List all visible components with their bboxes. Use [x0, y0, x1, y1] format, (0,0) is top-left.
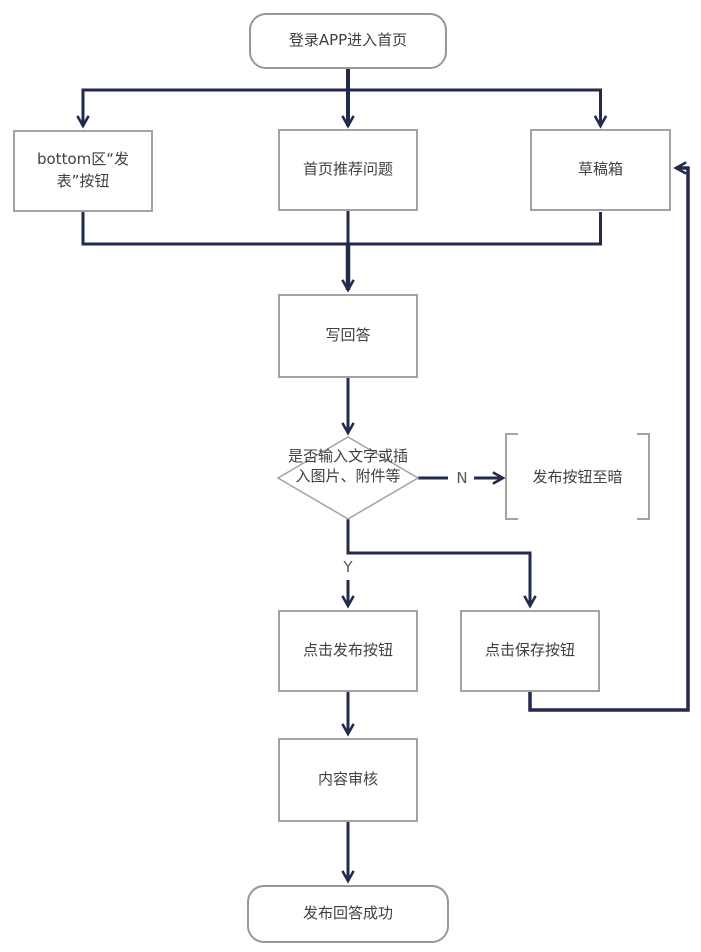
- node-bottom-publish-button-label: bottom区“发表”按钮: [36, 150, 130, 190]
- right-bracket-icon: [637, 433, 650, 520]
- node-write-answer-label: 写回答: [325, 326, 371, 345]
- edge-start-branch: [76, 69, 608, 129]
- node-input-check: 是否输入文字或插入图片、附件等: [288, 446, 408, 486]
- node-draft-box: 草稿箱: [530, 129, 671, 211]
- node-content-review-label: 内容审核: [317, 770, 378, 789]
- node-click-publish: 点击发布按钮: [278, 610, 418, 692]
- node-start-label: 登录APP进入首页: [288, 31, 408, 50]
- node-publish-button-dimmed: 发布按钮至暗: [505, 433, 650, 520]
- label-no: N: [450, 468, 474, 488]
- node-publish-success-label: 发布回答成功: [302, 904, 393, 923]
- node-draft-box-label: 草稿箱: [577, 160, 623, 179]
- node-bottom-publish-button: bottom区“发表”按钮: [13, 130, 153, 212]
- node-input-check-label: 是否输入文字或插入图片、附件等: [288, 447, 409, 485]
- node-write-answer: 写回答: [278, 294, 418, 378]
- node-publish-button-dimmed-label: 发布按钮至暗: [532, 468, 623, 486]
- node-click-save: 点击保存按钮: [460, 610, 600, 692]
- edge-merge-to-write-answer: [81, 211, 602, 293]
- node-click-publish-label: 点击发布按钮: [302, 641, 393, 660]
- label-yes: Y: [337, 557, 359, 577]
- node-home-recommended-questions-label: 首页推荐问题: [302, 160, 393, 179]
- node-click-save-label: 点击保存按钮: [484, 641, 575, 660]
- decision-diamond-shape: [276, 436, 420, 520]
- edge-decision-yes: [341, 519, 537, 609]
- node-publish-success: 发布回答成功: [247, 885, 449, 943]
- node-content-review: 内容审核: [278, 738, 418, 822]
- node-start: 登录APP进入首页: [249, 13, 447, 69]
- node-home-recommended-questions: 首页推荐问题: [278, 129, 418, 211]
- edge-save-to-drafts-loop: [528, 161, 690, 712]
- left-bracket-icon: [505, 433, 518, 520]
